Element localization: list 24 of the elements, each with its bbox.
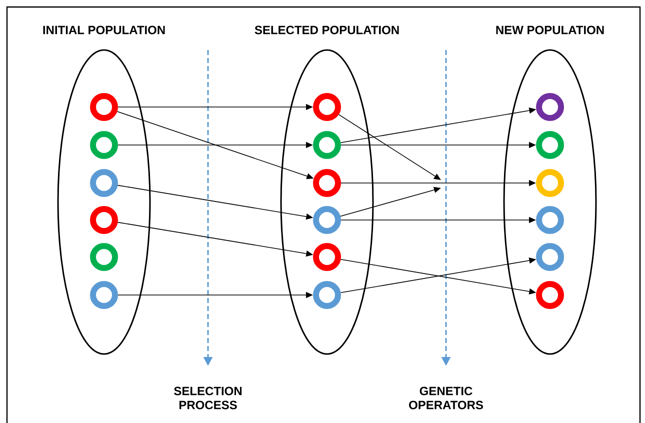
- ring: [90, 131, 118, 159]
- ring: [313, 169, 341, 197]
- ring: [90, 243, 118, 271]
- ring: [90, 206, 118, 234]
- ring: [536, 169, 564, 197]
- ring: [90, 169, 118, 197]
- ring: [313, 93, 341, 121]
- ring: [536, 206, 564, 234]
- ring: [90, 93, 118, 121]
- ring: [313, 131, 341, 159]
- ring: [313, 243, 341, 271]
- caption-text: GENETIC OPERATORS: [409, 386, 483, 410]
- heading: NEW POPULATION: [496, 26, 604, 34]
- ring: [313, 281, 341, 309]
- ring: [536, 131, 564, 159]
- heading: SELECTED POPULATION: [254, 26, 399, 34]
- heading: INITIAL POPULATION: [43, 26, 165, 34]
- ring: [536, 281, 564, 309]
- ring: [90, 281, 118, 309]
- ring: [313, 206, 341, 234]
- arrow: [338, 114, 441, 180]
- ring: [536, 243, 564, 271]
- caption-text: SELECTION PROCESS: [174, 386, 242, 410]
- ring: [536, 93, 564, 121]
